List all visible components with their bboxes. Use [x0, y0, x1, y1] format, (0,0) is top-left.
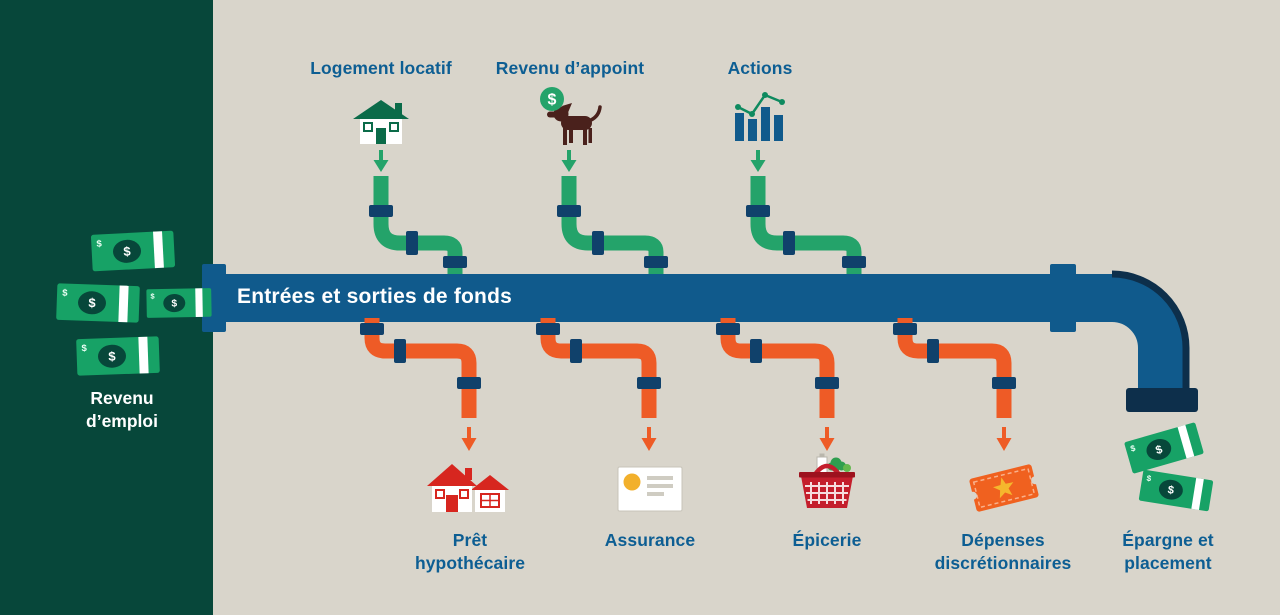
main-pipe-end-cap — [1126, 388, 1198, 412]
dog-silhouette — [547, 103, 602, 145]
main-pipe-right-flange — [1050, 264, 1076, 332]
outflow-arrow-4 — [996, 427, 1012, 451]
grocery-basket-icon — [799, 453, 855, 508]
label-actions: Actions — [727, 58, 793, 78]
outflow-arrow-3 — [819, 427, 835, 451]
ticket-icon — [968, 464, 1040, 512]
label-pret-hypothecaire: Prêt hypothécaire — [414, 530, 526, 573]
label-epargne-placement: Épargne et placement — [1122, 530, 1214, 573]
outflow-arrow-1 — [461, 427, 477, 451]
outflow-arrow-2 — [641, 427, 657, 451]
label-assurance: Assurance — [604, 530, 696, 550]
svg-text:$: $ — [548, 92, 557, 109]
main-pipe-title: Entrées et sorties de fonds — [237, 285, 512, 308]
main-pipe — [213, 274, 1186, 394]
mortgage-house-icon — [427, 464, 509, 512]
label-epicerie: Épicerie — [792, 530, 862, 550]
money-bill-icon — [75, 336, 160, 377]
outflow-pipe-1 — [364, 318, 477, 418]
outflow-pipe-4 — [897, 318, 1012, 418]
employment-income-label: Revenu d’emploi — [86, 388, 158, 431]
rental-house-icon — [353, 100, 409, 144]
inflow-pipe-1 — [373, 176, 463, 278]
main-pipe-elbow-edge — [1111, 270, 1190, 394]
dollar-badge-icon: $ — [540, 87, 564, 111]
inflow-pipe-2 — [561, 176, 664, 278]
inflow-arrow-2 — [561, 150, 577, 172]
inflow-arrow-3 — [750, 150, 766, 172]
money-bill-icon — [55, 283, 140, 324]
dog-with-dollar-icon: $ — [540, 87, 602, 145]
money-bill-icon — [90, 230, 176, 272]
label-revenu-appoint: Revenu d’appoint — [495, 58, 645, 78]
money-bill-icon — [146, 286, 213, 319]
outflow-pipe-2 — [540, 318, 657, 418]
insurance-card-icon — [617, 466, 683, 512]
outflow-pipe-couplings — [360, 323, 1016, 389]
star-icon — [993, 477, 1014, 499]
stock-chart-icon — [735, 92, 785, 141]
inflow-pipe-3 — [750, 176, 862, 278]
outflow-pipe-3 — [720, 318, 835, 418]
label-logement-locatif: Logement locatif — [310, 58, 452, 78]
inflow-pipe-couplings — [369, 205, 866, 268]
inflow-arrow-1 — [373, 150, 389, 172]
label-depenses-discretionnaires: Dépenses discrétionnaires — [934, 530, 1072, 573]
